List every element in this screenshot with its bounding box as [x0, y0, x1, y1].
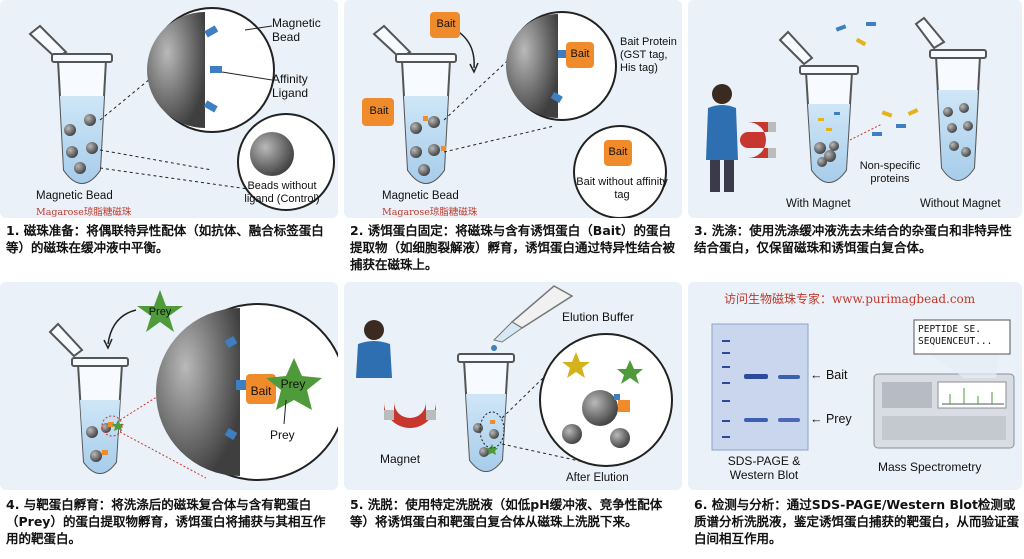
- bait-tag-no-affinity: Bait: [608, 146, 628, 158]
- prey-star-icon: [137, 290, 183, 332]
- step-4-caption: 4. 与靶蛋白孵育：将洗涤后的磁珠复合体与含有靶蛋白（Prey）的蛋白提取物孵育…: [6, 497, 326, 546]
- tube-beads: [410, 116, 446, 176]
- magnetic-bead-callout: Magnetic Bead: [272, 16, 321, 44]
- bait-bead-inset: [506, 11, 617, 121]
- ms-label: Mass Spectrometry: [878, 460, 982, 474]
- person-icon: [356, 320, 392, 378]
- panel-bait-immobilization: Bait Bait Bait Bait Bait Protein (GST ta…: [344, 0, 684, 280]
- tube-beads: [64, 114, 98, 174]
- bead-inset: [147, 7, 275, 133]
- website-banner: 访问生物磁珠专家：www.purimagbead.com: [724, 292, 976, 306]
- tube-with-magnet: [778, 30, 859, 183]
- control-beads-callout: Beads without ligand (Control): [244, 180, 320, 205]
- bait-band-label: ← Bait: [810, 368, 848, 382]
- tube-label-cn: Magarose琼脂糖磁珠: [382, 207, 478, 218]
- eluted-inset: [539, 333, 673, 467]
- elution-buffer-label: Elution Buffer: [562, 310, 634, 324]
- panel-elution: Elution Buffer Magnet After Elution 5. 洗…: [344, 282, 684, 559]
- step-1-caption: 1. 磁珠准备：将偶联特异性配体（如抗体、融合标签蛋白等）的磁珠在缓冲液中平衡。: [6, 223, 324, 255]
- bait-tag-inset: Bait: [570, 48, 590, 60]
- prey-star-label: Prey: [148, 306, 172, 318]
- magnet-icon: [384, 402, 436, 428]
- nonspecific-label: Non-specific proteins: [859, 160, 921, 185]
- bait-protein-callout: Bait Protein (GST tag, His tag): [620, 36, 677, 74]
- nonspecific-proteins-icon: [835, 22, 919, 136]
- with-magnet-label: With Magnet: [786, 198, 851, 210]
- step-5-caption: 5. 洗脱：使用特定洗脱液（如低pH缓冲液、竞争性配体等）将诱饵蛋白和靶蛋白复合…: [350, 497, 663, 529]
- control-inset: [237, 113, 335, 211]
- panel-bead-preparation: Magnetic Bead Affinity Ligand Beads with…: [0, 0, 340, 280]
- tube-label: Magnetic Bead: [36, 190, 113, 202]
- panel-6-illustration: [688, 282, 1022, 490]
- no-affinity-callout: Bait without affinity tag: [576, 176, 668, 201]
- without-magnet-label: Without Magnet: [920, 198, 1001, 210]
- panel-washing: Non-specific proteins With Magnet Withou…: [688, 0, 1024, 280]
- panel-prey-incubation: Prey Bait Prey Prey 4. 与靶蛋白孵育：将洗涤后的磁珠复合体…: [0, 282, 340, 559]
- tube-without-magnet: [914, 16, 987, 181]
- prey-callout: Prey: [270, 428, 295, 442]
- bait-protein-left: [362, 98, 394, 126]
- tube-label: Magnetic Bead: [382, 190, 459, 202]
- bait-prey-inset: [156, 303, 338, 481]
- affinity-ligand-callout: Affinity Ligand: [272, 72, 309, 100]
- bait-tag-left: Bait: [369, 105, 389, 117]
- gel-icon: [711, 323, 809, 451]
- panel-1-illustration: [0, 0, 338, 218]
- panel-3-illustration: [688, 0, 1022, 218]
- panel-4-illustration: [0, 282, 338, 490]
- panel-5-illustration: [344, 282, 682, 490]
- magnet-label: Magnet: [380, 452, 421, 466]
- step-2-caption: 2. 诱饵蛋白固定：将磁珠与含有诱饵蛋白（Bait）的蛋白提取物（如细胞裂解液）…: [350, 223, 676, 272]
- panel-detection: 访问生物磁珠专家：www.purimagbead.com ← Bait ← Pr…: [688, 282, 1024, 559]
- bait-tag-top: Bait: [436, 18, 456, 30]
- after-elution-label: After Elution: [566, 472, 629, 484]
- magnet-icon: [740, 122, 776, 158]
- prey-inset-label: Prey: [280, 377, 306, 391]
- person-icon: [706, 84, 738, 192]
- bait-inset-label: Bait: [250, 384, 272, 398]
- gel-label: SDS-PAGE & Western Blot: [727, 454, 801, 482]
- ms-screen-text: PEPTIDE SE. SEQUENCEUT...: [918, 324, 993, 347]
- pipette-icon: [491, 285, 574, 351]
- tube-icon: [48, 322, 129, 474]
- bait-protein-top: [430, 12, 460, 38]
- step-6-caption: 6. 检测与分析：通过SDS-PAGE/Western Blot检测或质谱分析洗…: [694, 497, 1020, 546]
- no-tag-inset: [573, 125, 667, 218]
- tube-icon: [28, 24, 113, 184]
- prey-band-label: ← Prey: [810, 412, 852, 426]
- tube-label-cn: Magarose琼脂糖磁珠: [36, 207, 132, 218]
- step-3-caption: 3. 洗涤：使用洗涤缓冲液洗去未结合的杂蛋白和非特异性结合蛋白，仅保留磁珠和诱饵…: [694, 223, 1012, 255]
- mass-spectrometer-icon: [873, 319, 1015, 449]
- tube-icon: [457, 353, 515, 472]
- panel-2-illustration: [344, 0, 682, 218]
